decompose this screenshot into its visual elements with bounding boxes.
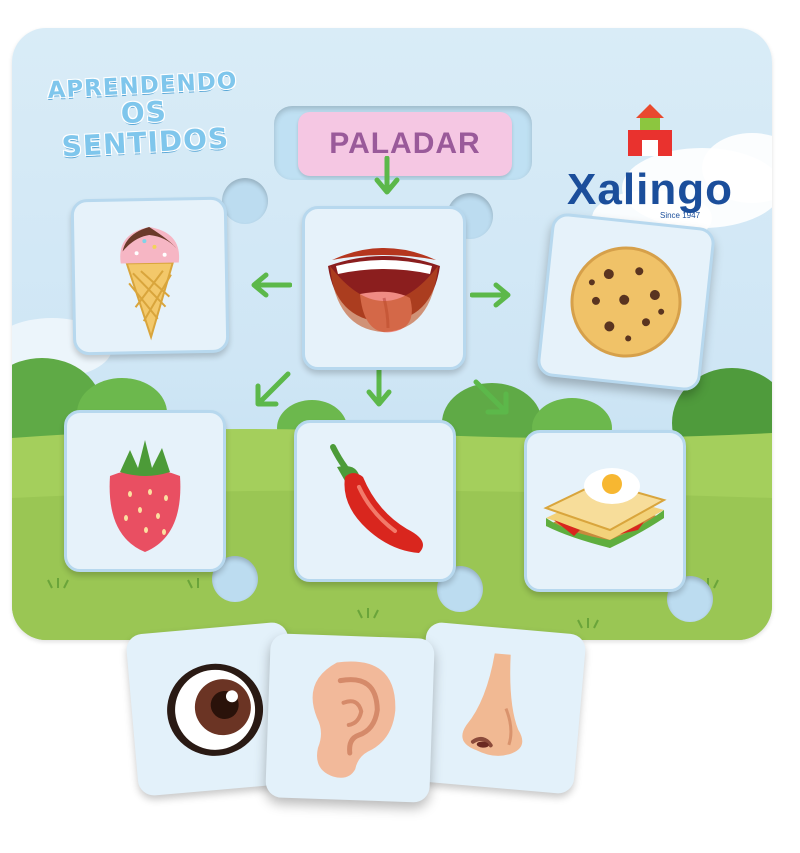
arrow-left-icon (251, 272, 292, 298)
arrow-right-icon (470, 282, 511, 308)
mouth-tongue-icon (328, 248, 440, 333)
eye-card[interactable] (125, 621, 301, 797)
arrow-down-left-icon (255, 371, 291, 407)
cookie-icon (570, 246, 682, 358)
ear-card[interactable] (265, 633, 435, 803)
ear-icon (312, 661, 396, 778)
strawberry-icon (109, 440, 181, 552)
sense-label-piece[interactable]: PALADAR (298, 112, 512, 176)
arrow-down-icon (374, 156, 400, 195)
pepper-card[interactable] (294, 420, 456, 582)
nose-card[interactable] (413, 621, 587, 795)
ice-cream-card[interactable] (70, 196, 230, 356)
brand-name: Xalingo (567, 165, 733, 214)
brand-logo: Xalingo Since 1947 (560, 102, 740, 220)
puzzle-board: APRENDENDO OS SENTIDOS PALADAR Xalingo S… (12, 28, 772, 640)
cookie-card[interactable] (535, 211, 717, 393)
sandwich-card[interactable] (524, 430, 686, 592)
arrow-down-icon (366, 366, 392, 407)
strawberry-card[interactable] (64, 410, 226, 572)
arrow-down-right-icon (473, 379, 509, 415)
game-title: APRENDENDO OS SENTIDOS (32, 68, 256, 163)
eye-icon (167, 663, 264, 756)
card-notch (222, 178, 268, 224)
brand-tagline: Since 1947 (659, 211, 701, 220)
chili-pepper-icon (330, 444, 423, 553)
ice-cream-icon (120, 227, 180, 341)
sandwich-icon (543, 468, 667, 548)
nose-icon (462, 653, 523, 756)
building-blocks-logo-icon (628, 104, 672, 156)
mouth-card[interactable] (302, 206, 466, 370)
